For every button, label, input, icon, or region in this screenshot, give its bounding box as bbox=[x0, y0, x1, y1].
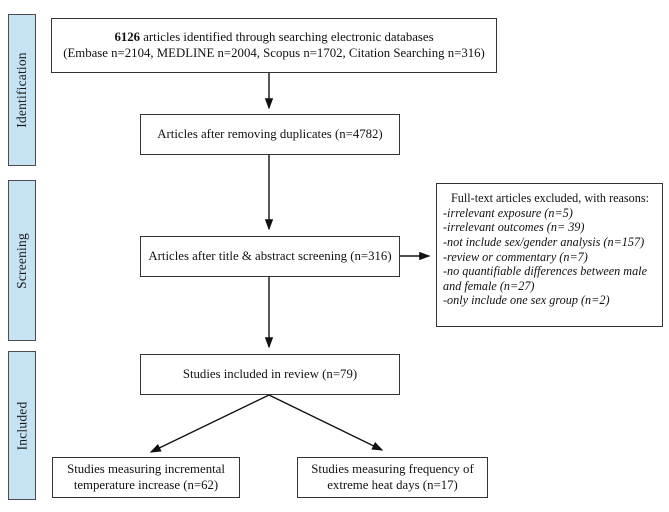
excluded-reason-one-sex-group: -only include one sex group (n=2) bbox=[443, 293, 610, 308]
box-articles-identified-line1: 6126 articles identified through searchi… bbox=[114, 30, 433, 46]
box-articles-identified: 6126 articles identified through searchi… bbox=[51, 18, 497, 73]
stage-label-identification: Identification bbox=[8, 14, 36, 166]
box-duplicates-removed: Articles after removing duplicates (n=47… bbox=[140, 114, 400, 155]
excluded-reason-irrelevant-outcomes: -irrelevant outcomes (n= 39) bbox=[443, 220, 585, 235]
box-fulltext-excluded: Full-text articles excluded, with reason… bbox=[436, 183, 663, 327]
excluded-reason-review-commentary: -review or commentary (n=7) bbox=[443, 249, 588, 264]
stage-label-included-text: Included bbox=[14, 401, 29, 450]
identified-count: 6126 bbox=[114, 29, 141, 44]
arrow-included-to-frequency bbox=[268, 394, 384, 451]
box-included-in-review: Studies included in review (n=79) bbox=[140, 354, 400, 395]
excluded-reason-irrelevant-exposure: -irrelevant exposure (n=5) bbox=[443, 205, 573, 220]
box-title-abstract-screening: Articles after title & abstract screenin… bbox=[140, 236, 400, 277]
arrow-included-to-incremental bbox=[149, 394, 270, 453]
box-incremental-temperature: Studies measuring incremental temperatur… bbox=[52, 457, 240, 498]
box-title-abstract-screening-text: Articles after title & abstract screenin… bbox=[148, 248, 392, 263]
stage-label-screening: Screening bbox=[8, 180, 36, 341]
stage-label-screening-text: Screening bbox=[14, 232, 29, 289]
box-extreme-heat-days: Studies measuring frequency of extreme h… bbox=[297, 457, 488, 498]
stage-label-included: Included bbox=[8, 351, 36, 500]
box-duplicates-removed-text: Articles after removing duplicates (n=47… bbox=[157, 126, 383, 141]
fulltext-excluded-title: Full-text articles excluded, with reason… bbox=[451, 191, 649, 205]
identified-line1-rest: articles identified through searching el… bbox=[140, 29, 434, 44]
stage-label-identification-text: Identification bbox=[14, 52, 29, 128]
excluded-reason-no-sex-gender-analysis: -not include sex/gender analysis (n=157) bbox=[443, 234, 645, 249]
box-included-in-review-text: Studies included in review (n=79) bbox=[182, 366, 358, 381]
excluded-reason-no-quantifiable-differences: -no quantifiable differences between mal… bbox=[443, 264, 647, 293]
box-incremental-temperature-text: Studies measuring incremental temperatur… bbox=[67, 461, 225, 492]
box-extreme-heat-days-text: Studies measuring frequency of extreme h… bbox=[311, 461, 474, 492]
box-articles-identified-line2: (Embase n=2104, MEDLINE n=2004, Scopus n… bbox=[63, 45, 485, 60]
